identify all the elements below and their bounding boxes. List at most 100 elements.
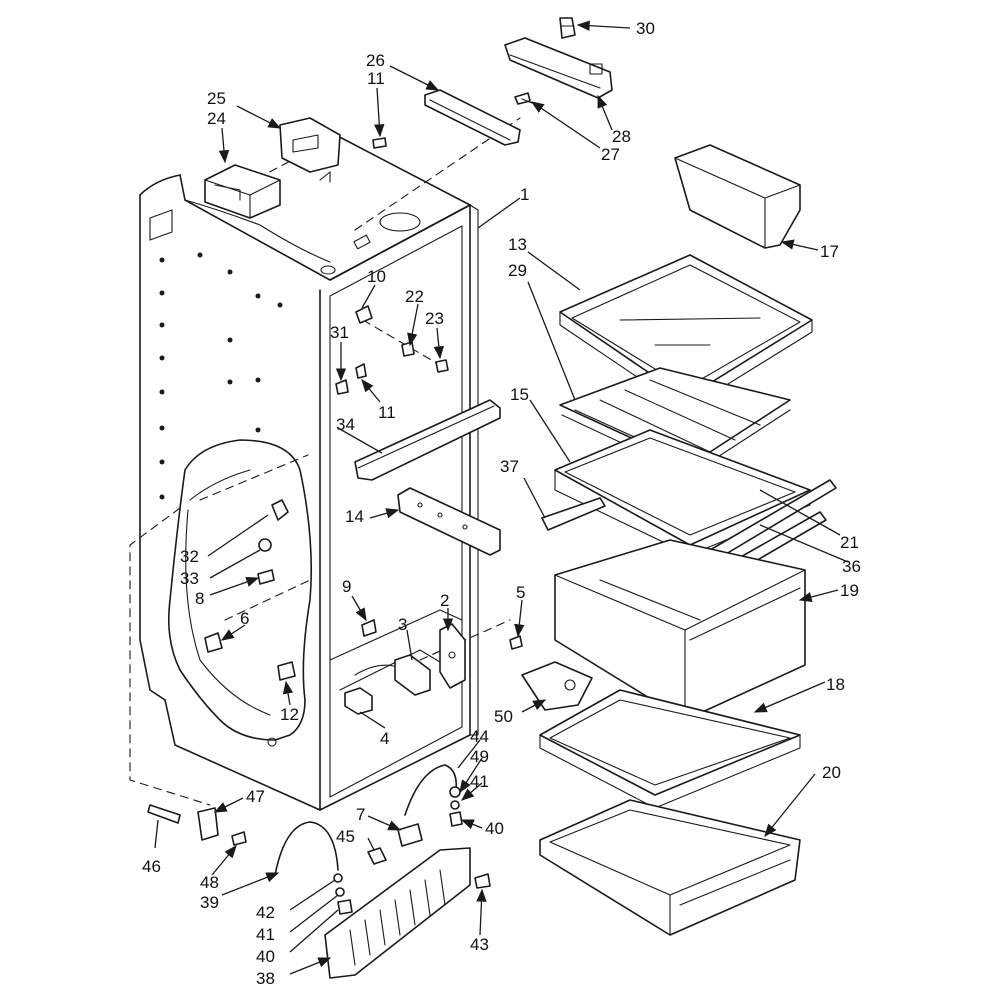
callout-12: 12 — [280, 705, 299, 724]
connector-12 — [277, 661, 296, 681]
callout-48: 48 — [200, 873, 219, 892]
shelf-support-34 — [354, 399, 501, 481]
callout-18: 18 — [826, 675, 845, 694]
fitting-40a — [449, 811, 463, 827]
callout-22: 22 — [405, 287, 424, 306]
callout-19: 19 — [840, 581, 859, 600]
callout-17: 17 — [820, 242, 839, 261]
callout-41-right: 41 — [470, 772, 489, 791]
bracket-2 — [439, 623, 466, 689]
callout-44: 44 — [470, 727, 489, 746]
drain-tube-39 — [274, 821, 339, 876]
drain-pan-38 — [324, 847, 471, 979]
callout-15: 15 — [510, 385, 529, 404]
light-clip — [559, 17, 576, 39]
callout-3: 3 — [398, 615, 407, 634]
callout-40-right: 40 — [485, 819, 504, 838]
callout-11-mid: 11 — [378, 403, 396, 422]
screw-11-mid — [355, 363, 367, 379]
callout-10: 10 — [367, 267, 386, 286]
fitting-42 — [333, 873, 343, 883]
nut-45 — [367, 847, 387, 865]
fitting-49 — [449, 786, 461, 798]
callout-6: 6 — [240, 609, 249, 628]
screw-46 — [147, 804, 181, 824]
callout-31: 31 — [330, 323, 349, 342]
screw-23 — [435, 359, 449, 373]
callout-7: 7 — [356, 805, 365, 824]
bracket-3 — [394, 654, 431, 696]
callout-33: 33 — [180, 569, 199, 588]
callout-25: 25 — [207, 89, 226, 108]
callout-36: 36 — [842, 557, 861, 576]
washer-41a — [450, 800, 460, 810]
bracket-14 — [397, 487, 501, 556]
callout-27: 27 — [601, 145, 620, 164]
callout-2: 2 — [440, 591, 449, 610]
callout-32: 32 — [180, 547, 199, 566]
screw-11-top — [372, 137, 387, 149]
crisper-cover-shelf — [539, 689, 801, 809]
side-hole-dots — [159, 252, 283, 500]
callout-46: 46 — [142, 857, 161, 876]
drain-tube-44 — [404, 764, 458, 816]
callout-20: 20 — [822, 763, 841, 782]
callout-8: 8 — [195, 589, 204, 608]
callout-29: 29 — [508, 261, 527, 280]
screw-5 — [509, 635, 523, 650]
screw-31 — [335, 379, 349, 395]
cabinet-liner — [129, 117, 521, 811]
screw-27 — [514, 92, 533, 105]
callout-4: 4 — [380, 729, 389, 748]
callout-38: 38 — [256, 969, 275, 988]
callout-14: 14 — [345, 507, 364, 526]
callout-39: 39 — [200, 893, 219, 912]
block-4 — [344, 687, 373, 715]
callout-24: 24 — [207, 109, 226, 128]
callout-11-top: 11 — [367, 69, 385, 88]
fitting-7 — [397, 823, 423, 847]
crisper-drawer — [554, 539, 806, 721]
callout-23: 23 — [425, 309, 444, 328]
callout-45: 45 — [336, 827, 355, 846]
light-socket-32 — [271, 499, 289, 521]
screw-9 — [361, 619, 377, 637]
control-bracket — [279, 117, 341, 183]
callout-30: 30 — [636, 19, 655, 38]
callout-41-left: 41 — [256, 925, 275, 944]
washer-41b — [335, 887, 345, 897]
fitting-40b — [337, 899, 353, 915]
callout-9: 9 — [342, 577, 351, 596]
callout-26: 26 — [366, 51, 385, 70]
dairy-bin — [674, 144, 801, 249]
callout-13: 13 — [508, 235, 527, 254]
callout-42: 42 — [256, 903, 275, 922]
switch-8 — [257, 569, 275, 585]
drawer-rail-37 — [541, 497, 606, 531]
callout-47: 47 — [246, 787, 265, 806]
callout-labels: 30 26 11 25 24 28 27 1 17 13 29 10 22 23… — [142, 19, 861, 988]
callout-5: 5 — [516, 583, 525, 602]
clip-50 — [521, 661, 593, 711]
small-clip-10 — [355, 305, 373, 324]
connector-6 — [204, 632, 223, 653]
plate-47 — [197, 807, 219, 841]
callout-21: 21 — [840, 533, 859, 552]
screw-48 — [231, 831, 247, 846]
callout-49: 49 — [470, 747, 489, 766]
top-rail — [424, 89, 521, 146]
nut-22 — [401, 341, 415, 357]
control-housing — [204, 164, 281, 219]
callout-28: 28 — [612, 127, 631, 146]
light-housing — [504, 37, 613, 99]
bulb-33 — [258, 538, 272, 552]
callout-43: 43 — [470, 935, 489, 954]
callout-34: 34 — [336, 415, 355, 434]
crisper-frame — [554, 429, 811, 556]
callout-1: 1 — [520, 185, 529, 204]
screw-43 — [474, 873, 491, 889]
callout-37: 37 — [500, 457, 519, 476]
callout-50: 50 — [494, 707, 513, 726]
bottom-drawer — [539, 799, 801, 936]
